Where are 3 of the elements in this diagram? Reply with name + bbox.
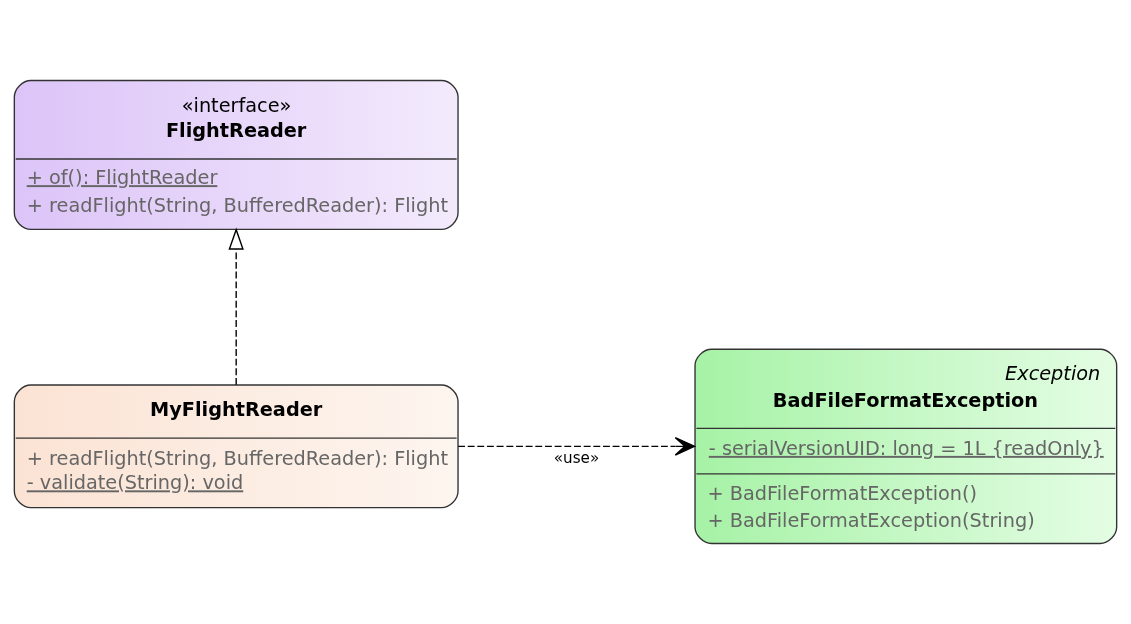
arrow <box>228 227 244 386</box>
arrow <box>457 437 696 456</box>
edge-label: «use» <box>553 448 600 467</box>
